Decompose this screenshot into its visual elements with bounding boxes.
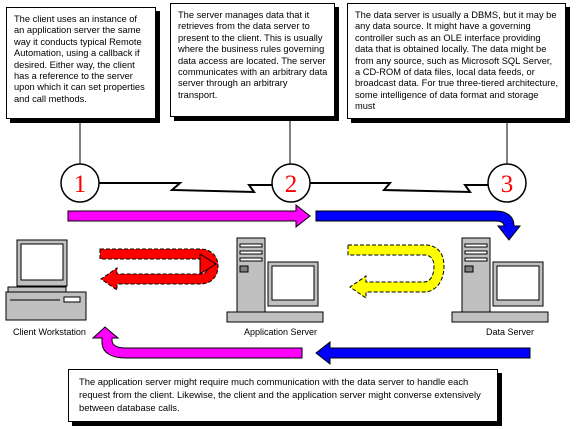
bottom-callout-text: The application server might require muc… bbox=[79, 376, 481, 413]
red-arrow bbox=[99, 248, 219, 291]
data-server-callout: The data server is usually a DBMS, but i… bbox=[347, 3, 566, 119]
step-number-2: 2 bbox=[285, 171, 298, 198]
client-callout: The client uses an instance of an applic… bbox=[6, 7, 156, 119]
magenta-arrow-top bbox=[67, 203, 311, 229]
yellow-arrow bbox=[347, 244, 445, 299]
client-workstation-label: Client Workstation bbox=[13, 327, 86, 337]
application-server-icon bbox=[226, 237, 324, 323]
data-server-callout-text: The data server is usually a DBMS, but i… bbox=[355, 10, 559, 112]
blue-arrow-top bbox=[315, 210, 522, 241]
application-server-label: Application Server bbox=[244, 327, 318, 337]
data-server-icon bbox=[451, 237, 549, 323]
data-server-label: Data Server bbox=[486, 327, 535, 337]
client-workstation-icon bbox=[5, 239, 87, 321]
server-callout: The server manages data that it retrieve… bbox=[170, 3, 335, 117]
step-circle-3: 3 bbox=[487, 163, 527, 203]
network-link-2-3 bbox=[310, 182, 488, 194]
step-circle-1: 1 bbox=[60, 163, 100, 203]
server-callout-text: The server manages data that it retrieve… bbox=[178, 10, 328, 100]
step-number-1: 1 bbox=[74, 171, 87, 198]
step-number-3: 3 bbox=[501, 171, 514, 198]
blue-arrow-bottom bbox=[315, 340, 531, 366]
bottom-callout: The application server might require muc… bbox=[68, 369, 498, 422]
red-arrow-head-top bbox=[199, 253, 217, 275]
magenta-arrow-bottom bbox=[91, 326, 303, 359]
network-link-1-2 bbox=[98, 182, 272, 194]
step-circle-2: 2 bbox=[271, 163, 311, 203]
client-callout-text: The client uses an instance of an applic… bbox=[14, 14, 145, 104]
